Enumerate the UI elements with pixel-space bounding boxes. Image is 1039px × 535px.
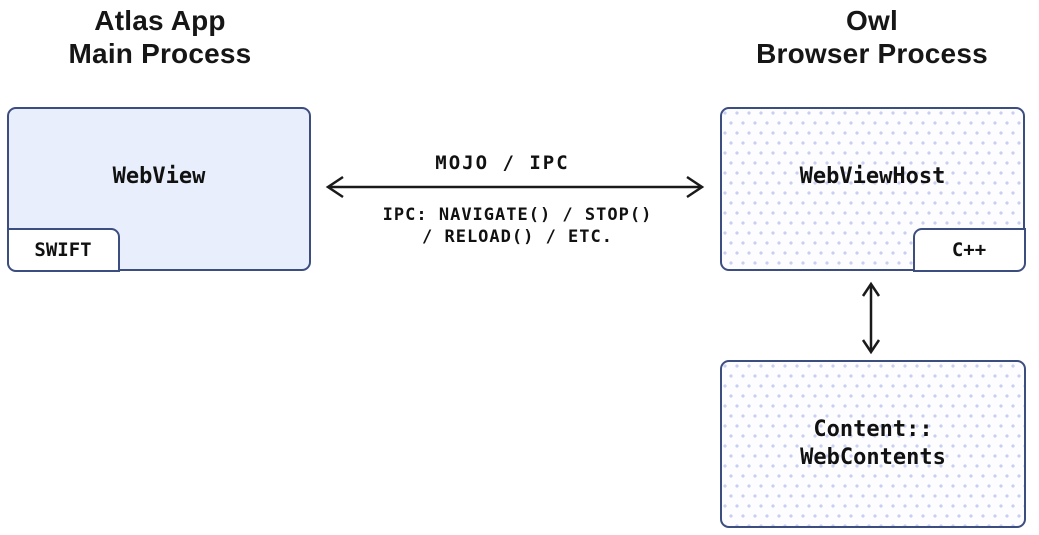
ipc-horizontal-arrow [325, 175, 705, 199]
webview-box: WebView SWIFT [6, 107, 311, 272]
left-process-title-line1: Atlas App [94, 5, 226, 36]
right-process-title: Owl Browser Process [732, 4, 1012, 70]
ipc-arrow-top-label: MOJO / IPC [435, 152, 570, 174]
cpp-language-tag: C++ [912, 227, 1026, 272]
webviewhost-box-label: WebViewHost [799, 163, 946, 189]
swift-language-tag: SWIFT [6, 227, 120, 272]
left-process-title: Atlas App Main Process [20, 4, 300, 70]
ipc-arrow-bottom-label: IPC: NAVIGATE() / STOP() / RELOAD() / ET… [330, 204, 705, 248]
left-process-title-line2: Main Process [68, 38, 252, 69]
host-contents-vertical-arrow [861, 281, 881, 355]
ipc-arrow-bottom-label-line1: IPC: NAVIGATE() / STOP() [382, 205, 653, 225]
ipc-arrow-bottom-label-line2: / RELOAD() / ETC. [422, 227, 613, 247]
webcontents-box-label-line2: WebContents [800, 445, 946, 470]
right-process-title-line1: Owl [846, 5, 898, 36]
webcontents-box: Content:: WebContents [720, 360, 1026, 528]
swift-language-tag-label: SWIFT [34, 238, 92, 261]
webcontents-box-label: Content:: WebContents [800, 416, 946, 472]
webcontents-box-label-line1: Content:: [813, 417, 933, 442]
webviewhost-box: WebViewHost C++ [720, 107, 1026, 272]
cpp-language-tag-label: C++ [951, 238, 987, 261]
right-process-title-line2: Browser Process [756, 38, 988, 69]
webview-box-label: WebView [112, 163, 206, 189]
